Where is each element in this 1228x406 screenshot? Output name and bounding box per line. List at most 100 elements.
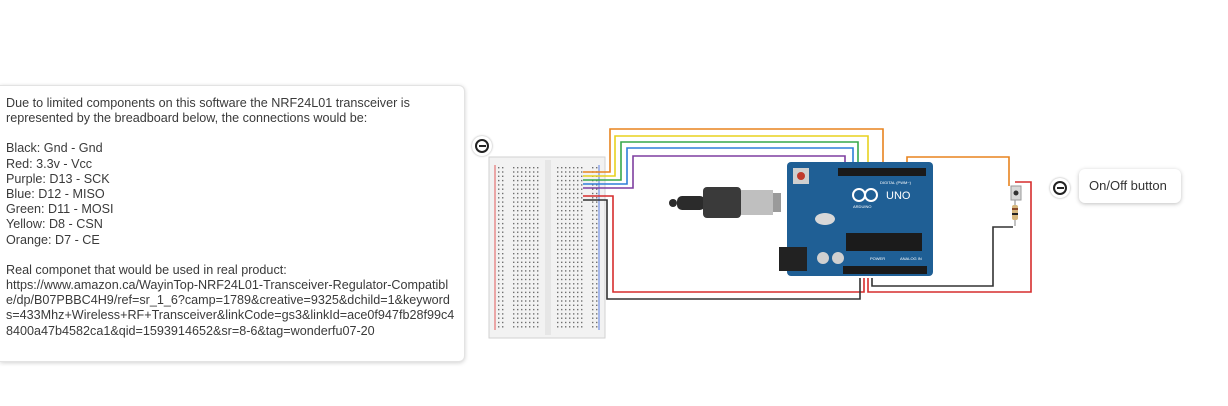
breadboard-hole (533, 257, 535, 259)
breadboard-hole (561, 235, 563, 238)
breadboard-hole (533, 321, 535, 324)
breadboard-hole (498, 248, 500, 251)
board-brand-text: ARDUINO (853, 204, 871, 209)
breadboard-hole (557, 205, 559, 208)
breadboard-hole (517, 270, 519, 272)
resistor[interactable] (1012, 200, 1018, 226)
breadboard-hole (525, 317, 527, 319)
breadboard-hole (577, 218, 579, 220)
breadboard-hole (596, 304, 598, 306)
breadboard-hole (502, 308, 504, 311)
breadboard-hole (577, 326, 579, 328)
breadboard-hole (565, 197, 567, 199)
breadboard-hole (525, 227, 527, 229)
breadboard-hole (592, 321, 594, 324)
digital-header-label: DIGITAL (PWM~) (880, 180, 912, 185)
breadboard-hole (557, 265, 559, 268)
breadboard-hole (517, 308, 519, 311)
breadboard-hole (525, 197, 527, 199)
breadboard-hole (565, 317, 567, 319)
breadboard-hole (569, 265, 571, 268)
wires[interactable] (583, 128, 1032, 300)
breadboard-hole (573, 261, 575, 263)
breadboard-hole (498, 296, 500, 298)
breadboard-hole (502, 261, 504, 263)
breadboard-hole (513, 192, 515, 195)
breadboard-hole (533, 317, 535, 319)
push-button[interactable] (1010, 185, 1022, 201)
breadboard-hole (592, 227, 594, 229)
connection-line: Black: Gnd - Gnd (6, 141, 103, 156)
breadboard-hole (561, 171, 563, 173)
breadboard-hole (592, 313, 594, 315)
breadboard-hole (513, 235, 515, 238)
breadboard-hole (521, 265, 523, 268)
breadboard-hole (502, 296, 504, 298)
breadboard-hole (525, 188, 527, 190)
breadboard-hole (581, 197, 583, 199)
breadboard-hole (513, 283, 515, 285)
breadboard-hole (565, 304, 567, 306)
breadboard-hole (537, 283, 539, 285)
notes-panel[interactable]: Due to limited components on this softwa… (0, 85, 465, 362)
breadboard-hole (557, 257, 559, 259)
breadboard-hole (502, 235, 504, 238)
breadboard[interactable] (488, 156, 606, 339)
breadboard-hole (592, 283, 594, 285)
breadboard-hole (573, 231, 575, 233)
wire-orange-button (906, 156, 1010, 186)
breadboard-hole (533, 326, 535, 328)
collapse-button-note-button[interactable] (1050, 178, 1070, 198)
breadboard-hole (537, 265, 539, 268)
breadboard-hole (557, 300, 559, 302)
breadboard-hole (529, 257, 531, 259)
breadboard-hole (529, 270, 531, 272)
breadboard-hole (581, 270, 583, 272)
breadboard-hole (498, 167, 500, 169)
breadboard-hole (537, 287, 539, 289)
breadboard-hole (533, 274, 535, 276)
breadboard-hole (498, 313, 500, 315)
breadboard-hole (498, 321, 500, 324)
breadboard-hole (581, 235, 583, 238)
breadboard-hole (502, 291, 504, 294)
breadboard-hole (592, 304, 594, 306)
collapse-note-button[interactable] (472, 136, 492, 156)
breadboard-hole (537, 321, 539, 324)
breadboard-hole (498, 308, 500, 311)
breadboard-hole (596, 235, 598, 238)
breadboard-hole (577, 192, 579, 195)
breadboard-hole (577, 321, 579, 324)
breadboard-hole (561, 175, 563, 177)
breadboard-hole (565, 184, 567, 186)
breadboard-hole (581, 296, 583, 298)
breadboard-hole (573, 287, 575, 289)
breadboard-hole (592, 261, 594, 263)
wire-green (583, 141, 859, 181)
arduino-uno-board[interactable]: UNO ARDUINO DIGITAL (PWM~) POWER ANALOG … (779, 162, 933, 276)
breadboard-hole (569, 235, 571, 238)
breadboard-hole (592, 248, 594, 251)
breadboard-hole (573, 222, 575, 225)
breadboard-hole (565, 222, 567, 225)
usb-cable[interactable] (669, 187, 781, 218)
note-intro: Due to limited components on this softwa… (6, 96, 410, 126)
breadboard-hole (557, 218, 559, 220)
breadboard-hole (537, 188, 539, 190)
breadboard-hole (513, 261, 515, 263)
breadboard-hole (573, 244, 575, 246)
breadboard-hole (537, 261, 539, 263)
breadboard-hole (577, 261, 579, 263)
breadboard-hole (596, 291, 598, 294)
button-callout[interactable]: On/Off button (1079, 169, 1181, 203)
breadboard-hole (502, 326, 504, 328)
breadboard-hole (596, 184, 598, 186)
breadboard-hole (569, 201, 571, 203)
breadboard-hole (573, 274, 575, 276)
uno-logo (852, 188, 878, 202)
breadboard-hole (537, 291, 539, 294)
breadboard-hole (513, 291, 515, 294)
breadboard-hole (565, 248, 567, 251)
breadboard-hole (521, 227, 523, 229)
